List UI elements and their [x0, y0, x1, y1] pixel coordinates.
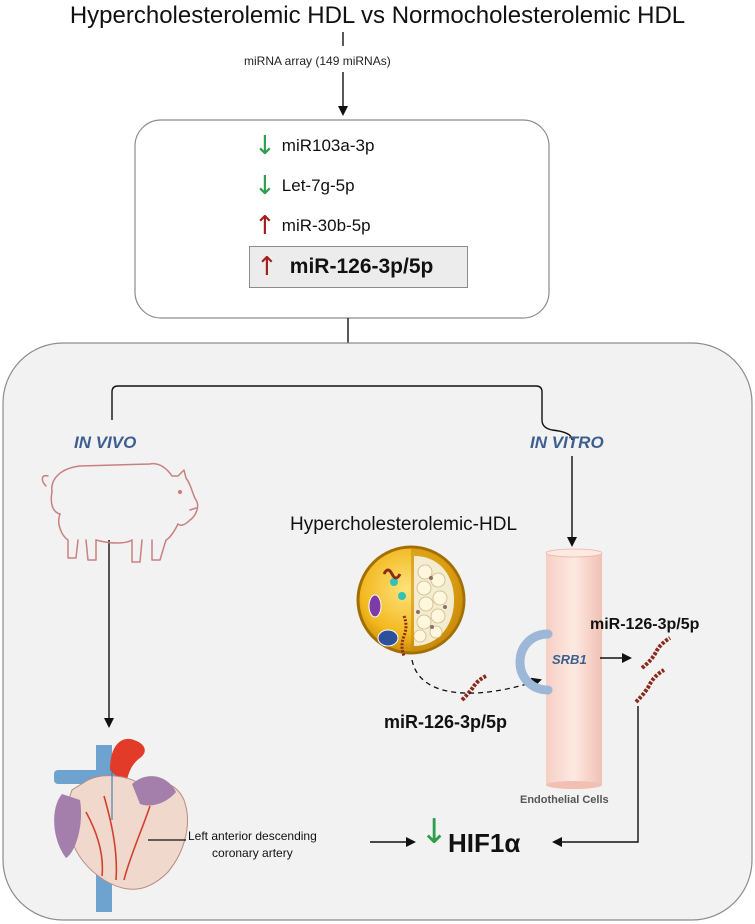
released-mirna-strand: [460, 674, 487, 702]
down-arrow-icon: ↓: [420, 812, 449, 852]
arrow-cells-to-hif1a: [552, 706, 639, 847]
hdl-title: Hypercholesterolemic-HDL: [290, 514, 518, 535]
highlighted-mirna-box: ↑ miR-126-3p/5p: [249, 246, 468, 288]
diagram-title: Hypercholesterolemic HDL vs Normocholest…: [69, 2, 686, 29]
endothelial-cell-column: [546, 553, 602, 785]
bracket-right-drop: [541, 419, 573, 441]
branch-connector: [111, 385, 543, 420]
hdl-particle-icon: [356, 545, 466, 657]
down-arrow-icon: ↓: [254, 131, 276, 161]
up-arrow-icon: ↑: [256, 252, 278, 282]
artery-label-line2: coronary artery: [212, 846, 293, 860]
internalized-mirna-label: miR-126-3p/5p: [590, 616, 700, 633]
mirna-label: miR-30b-5p: [281, 216, 371, 235]
srb1-receptor-icon: [515, 629, 553, 695]
hif1a-label: HIF1α: [448, 828, 521, 858]
pig-icon: [41, 462, 199, 563]
endothelial-cell-bottom: [546, 781, 602, 789]
in-vitro-label: IN VITRO: [530, 433, 604, 452]
srb1-label: SRB1: [552, 652, 587, 667]
internalized-mirna-icon: [634, 636, 672, 704]
highlighted-mirna-label: miR-126-3p/5p: [289, 255, 434, 278]
mirna-array-label: miRNA array (149 miRNAs): [244, 54, 391, 68]
mirna-row: ↑ miR-30b-5p: [254, 211, 371, 241]
up-arrow-icon: ↑: [254, 211, 276, 241]
outcome-row: ↓: [420, 815, 455, 849]
mirna-row: ↓ Let-7g-5p: [254, 171, 355, 201]
down-arrow-icon: ↓: [254, 171, 276, 201]
artery-label-line1: Left anterior descending: [188, 829, 317, 843]
in-vivo-label: IN VIVO: [74, 433, 137, 452]
endothelial-cells-label: Endothelial Cells: [520, 794, 609, 806]
mirna-label: miR103a-3p: [281, 136, 375, 155]
endothelial-cell-top: [545, 548, 603, 558]
released-mirna-label: miR-126-3p/5p: [384, 712, 508, 732]
heart-icon: [54, 738, 188, 912]
mirna-row: ↓ miR103a-3p: [254, 131, 375, 161]
artery-label: Left anterior descending coronary artery: [188, 828, 317, 862]
uptake-dashed-arrow: [411, 659, 542, 694]
mirna-label: Let-7g-5p: [281, 176, 355, 195]
